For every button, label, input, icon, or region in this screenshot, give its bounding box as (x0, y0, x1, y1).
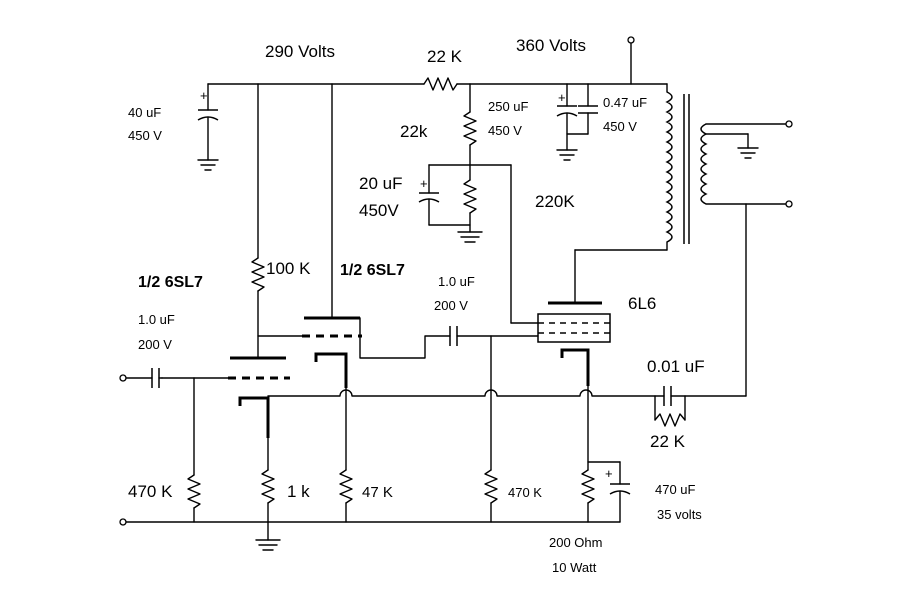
label-screen-resistor: 22k (400, 122, 428, 141)
label-360-volts: 360 Volts (516, 36, 586, 55)
label-input-cap-value: 1.0 uF (138, 312, 175, 327)
label-dropper-resistor: 22 K (427, 47, 463, 66)
tube-6l6 (537, 249, 631, 523)
label-plate-resistor: 100 K (266, 259, 311, 278)
label-feedback-cap: 0.01 uF (647, 357, 705, 376)
label-cathode-resistor1: 1 k (287, 482, 310, 501)
label-filter1-voltage: 450 V (128, 128, 162, 143)
label-tube2: 1/2 6SL7 (340, 262, 405, 279)
input-network (119, 368, 621, 526)
label-input-cap-voltage: 200 V (138, 337, 172, 352)
ground-terminal[interactable] (119, 518, 127, 526)
feedback-line (267, 386, 747, 427)
label-filter1-value: 40 uF (128, 105, 161, 120)
label-feedback-resistor: 22 K (650, 432, 686, 451)
label-filter2-value: 250 uF (488, 99, 529, 114)
label-output-cathode-resistor-power: 10 Watt (552, 560, 597, 575)
label-screen-cap-value: 20 uF (359, 174, 402, 193)
label-filter2-voltage: 450 V (488, 123, 522, 138)
output-transformer (574, 83, 793, 397)
label-cathode-resistor2: 47 K (362, 484, 393, 501)
b-plus-rail (207, 36, 668, 91)
speaker-terminal-1[interactable] (785, 120, 793, 128)
label-screen-cap-voltage: 450V (359, 201, 399, 220)
label-tube1: 1/2 6SL7 (138, 274, 203, 291)
speaker-terminal-2[interactable] (785, 200, 793, 208)
label-6l6: 6L6 (628, 294, 656, 313)
label-bypass-voltage: 450 V (603, 119, 637, 134)
filter-capacitor-40uf (197, 83, 219, 171)
screen-network (418, 83, 539, 324)
label-grid-resistor1: 470 K (128, 482, 173, 501)
input-terminal[interactable] (119, 374, 127, 382)
label-coupling-cap-voltage: 200 V (434, 298, 468, 313)
label-output-cathode-resistor-value: 200 Ohm (549, 535, 602, 550)
polarity-markers: + + + + (200, 88, 613, 481)
label-290-volts: 290 Volts (265, 42, 335, 61)
label-bypass-value: 0.47 uF (603, 95, 647, 110)
tube-6sl7-stage1 (161, 83, 290, 551)
svg-text:+: + (420, 176, 428, 191)
label-cathode-cap-voltage: 35 volts (657, 507, 702, 522)
svg-text:+: + (558, 90, 566, 105)
label-cathode-cap-value: 470 uF (655, 482, 696, 497)
label-coupling-cap-value: 1.0 uF (438, 274, 475, 289)
svg-text:+: + (200, 88, 208, 103)
filter-capacitors-250uf-047uf (556, 83, 598, 161)
tube-6sl7-stage2 (257, 83, 539, 523)
label-220k: 220K (535, 192, 575, 211)
label-grid-resistor2: 470 K (508, 485, 542, 500)
svg-text:+: + (605, 466, 613, 481)
b-plus-terminal[interactable] (627, 36, 635, 44)
